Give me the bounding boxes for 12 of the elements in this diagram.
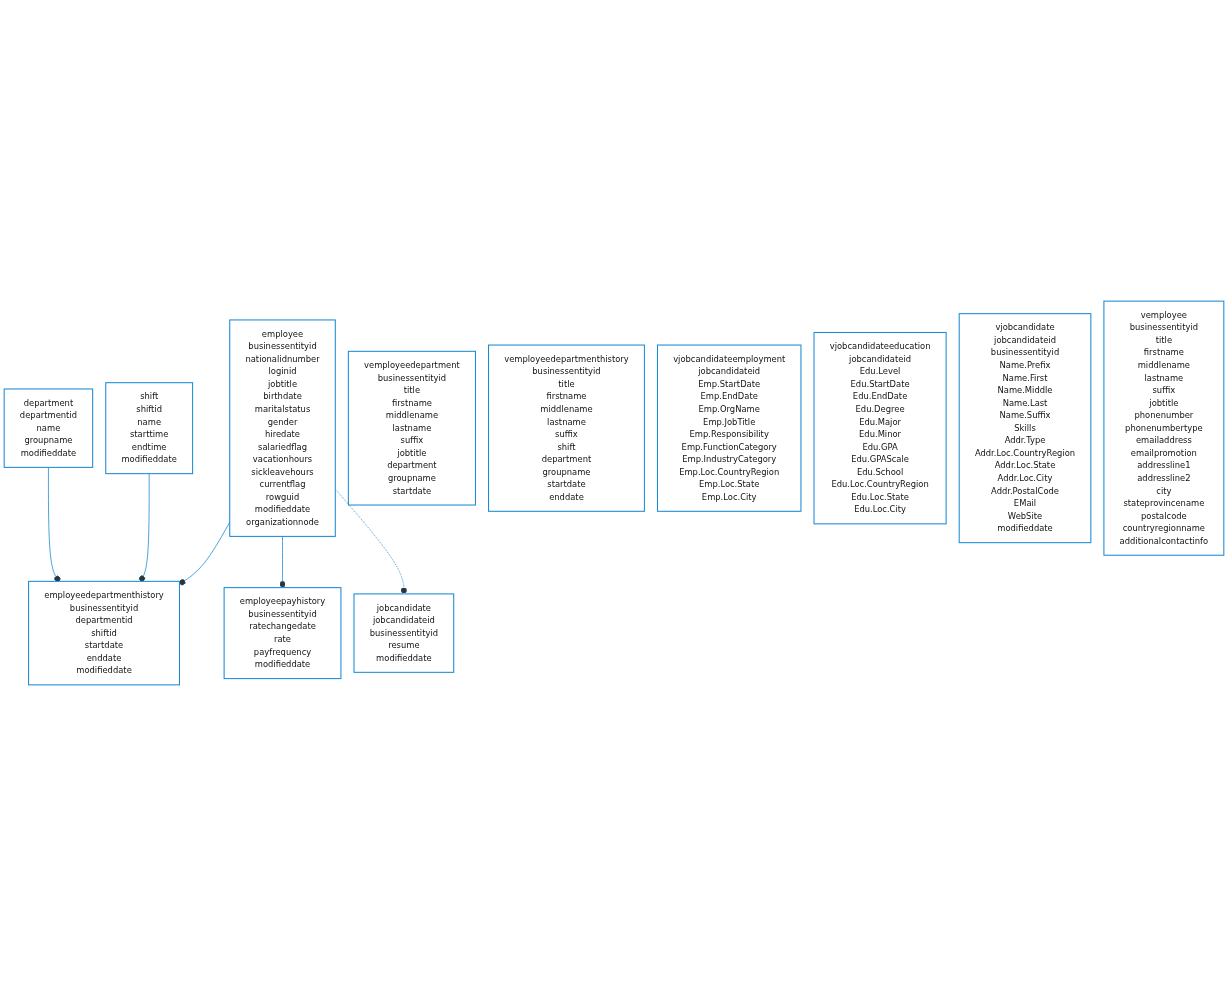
node-box: department departmentid name groupname modifieddate — [3, 387, 94, 468]
node-box: vjobcandidateemployment jobcandidateid Emp.StartDate Emp.EndDate Emp.OrgName Emp.JobTitle Emp.Responsibility Emp.FunctionCategory Emp.IndustryCategory Emp.Loc.CountryRegion Emp.Loc.State Emp.Loc.City — [656, 344, 802, 512]
node-box: employee businessentityid nationalidnumber loginid jobtitle birthdate maritalstatus gender hiredate salariedflag vacationhours sickleavehours currentflag rowguid modifieddate organizationnode — [229, 318, 336, 537]
node-box: shift shiftid name starttime endtime modifieddate — [105, 381, 194, 474]
node-box: employeedepartmenthistory businessentityid departmentid shiftid startdate enddate modifieddate — [28, 580, 180, 685]
node-box: vemployeedepartment businessentityid title firstname middlename lastname suffix jobtitle department groupname startdate — [347, 350, 476, 506]
node-box: employeepayhistory businessentityid ratechangedate rate payfrequency modifieddate — [223, 586, 342, 679]
node-box: vemployeedepartmenthistory businessentityid title firstname middlename lastname suffix shift department groupname startdate enddate — [488, 344, 645, 512]
node-box: vjobcandidate jobcandidateid businessentityid Name.Prefix Name.First Name.Middle Name.Last Name.Suffix Skills Addr.Type Addr.Loc.CountryRegion Addr.Loc.State Addr.Loc.City Addr.PostalCode EMail WebSite modifieddate — [958, 312, 1092, 543]
node-box: vjobcandidateeducation jobcandidateid Edu.Level Edu.StartDate Edu.EndDate Edu.Degree Edu.Major Edu.Minor Edu.GPA Edu.GPAScale Edu.School Edu.Loc.CountryRegion Edu.Loc.State Edu.Loc.City — [813, 331, 947, 524]
node-box: vemployee businessentityid title firstname middlename lastname suffix jobtitle phonenumber phonenumbertype emailaddress emailpromotion addressline1 addressline2 city stateprovincename postalcode countryregionname additionalcontactinfo — [1103, 300, 1225, 556]
node-box: jobcandidate jobcandidateid businessentityid resume modifieddate — [353, 592, 455, 673]
